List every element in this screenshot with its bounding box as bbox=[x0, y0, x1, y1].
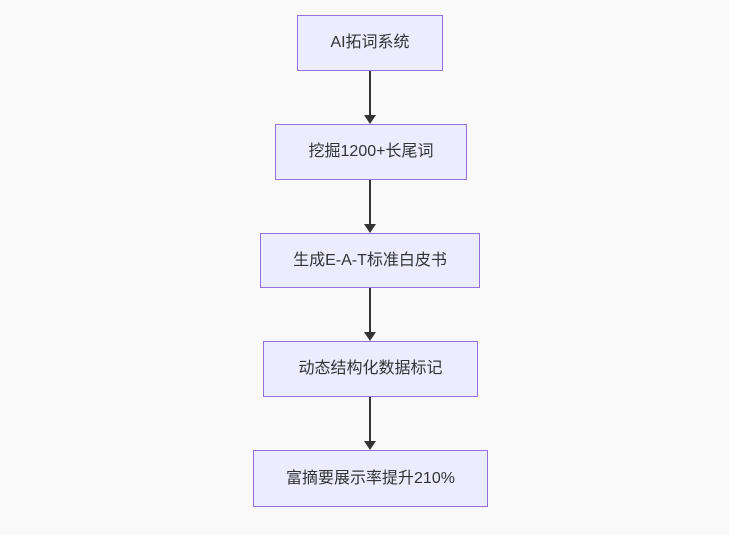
flowchart-node-rich-snippet-result: 富摘要展示率提升210% bbox=[253, 450, 488, 507]
arrow-line bbox=[369, 71, 371, 115]
flowchart-node-ai-expansion-system: AI拓词系统 bbox=[297, 15, 443, 71]
node-label: AI拓词系统 bbox=[330, 34, 410, 52]
arrow-head-icon bbox=[364, 332, 376, 341]
flow-arrow-4 bbox=[364, 397, 376, 450]
flowchart-node-longtail-mining: 挖掘1200+长尾词 bbox=[275, 124, 467, 180]
flow-arrow-2 bbox=[364, 180, 376, 233]
node-label: 富摘要展示率提升210% bbox=[286, 469, 455, 487]
node-label: 挖掘1200+长尾词 bbox=[308, 143, 434, 161]
arrow-head-icon bbox=[364, 224, 376, 233]
arrow-line bbox=[369, 397, 371, 441]
flow-arrow-3 bbox=[364, 288, 376, 341]
arrow-head-icon bbox=[364, 441, 376, 450]
arrow-line bbox=[369, 288, 371, 332]
node-label: 生成E-A-T标准白皮书 bbox=[293, 251, 447, 269]
node-label: 动态结构化数据标记 bbox=[298, 360, 443, 378]
flowchart-node-eat-whitepaper: 生成E-A-T标准白皮书 bbox=[260, 233, 480, 288]
flow-arrow-1 bbox=[364, 71, 376, 124]
arrow-head-icon bbox=[364, 115, 376, 124]
flowchart-node-structured-data-markup: 动态结构化数据标记 bbox=[263, 341, 478, 397]
arrow-line bbox=[369, 180, 371, 224]
